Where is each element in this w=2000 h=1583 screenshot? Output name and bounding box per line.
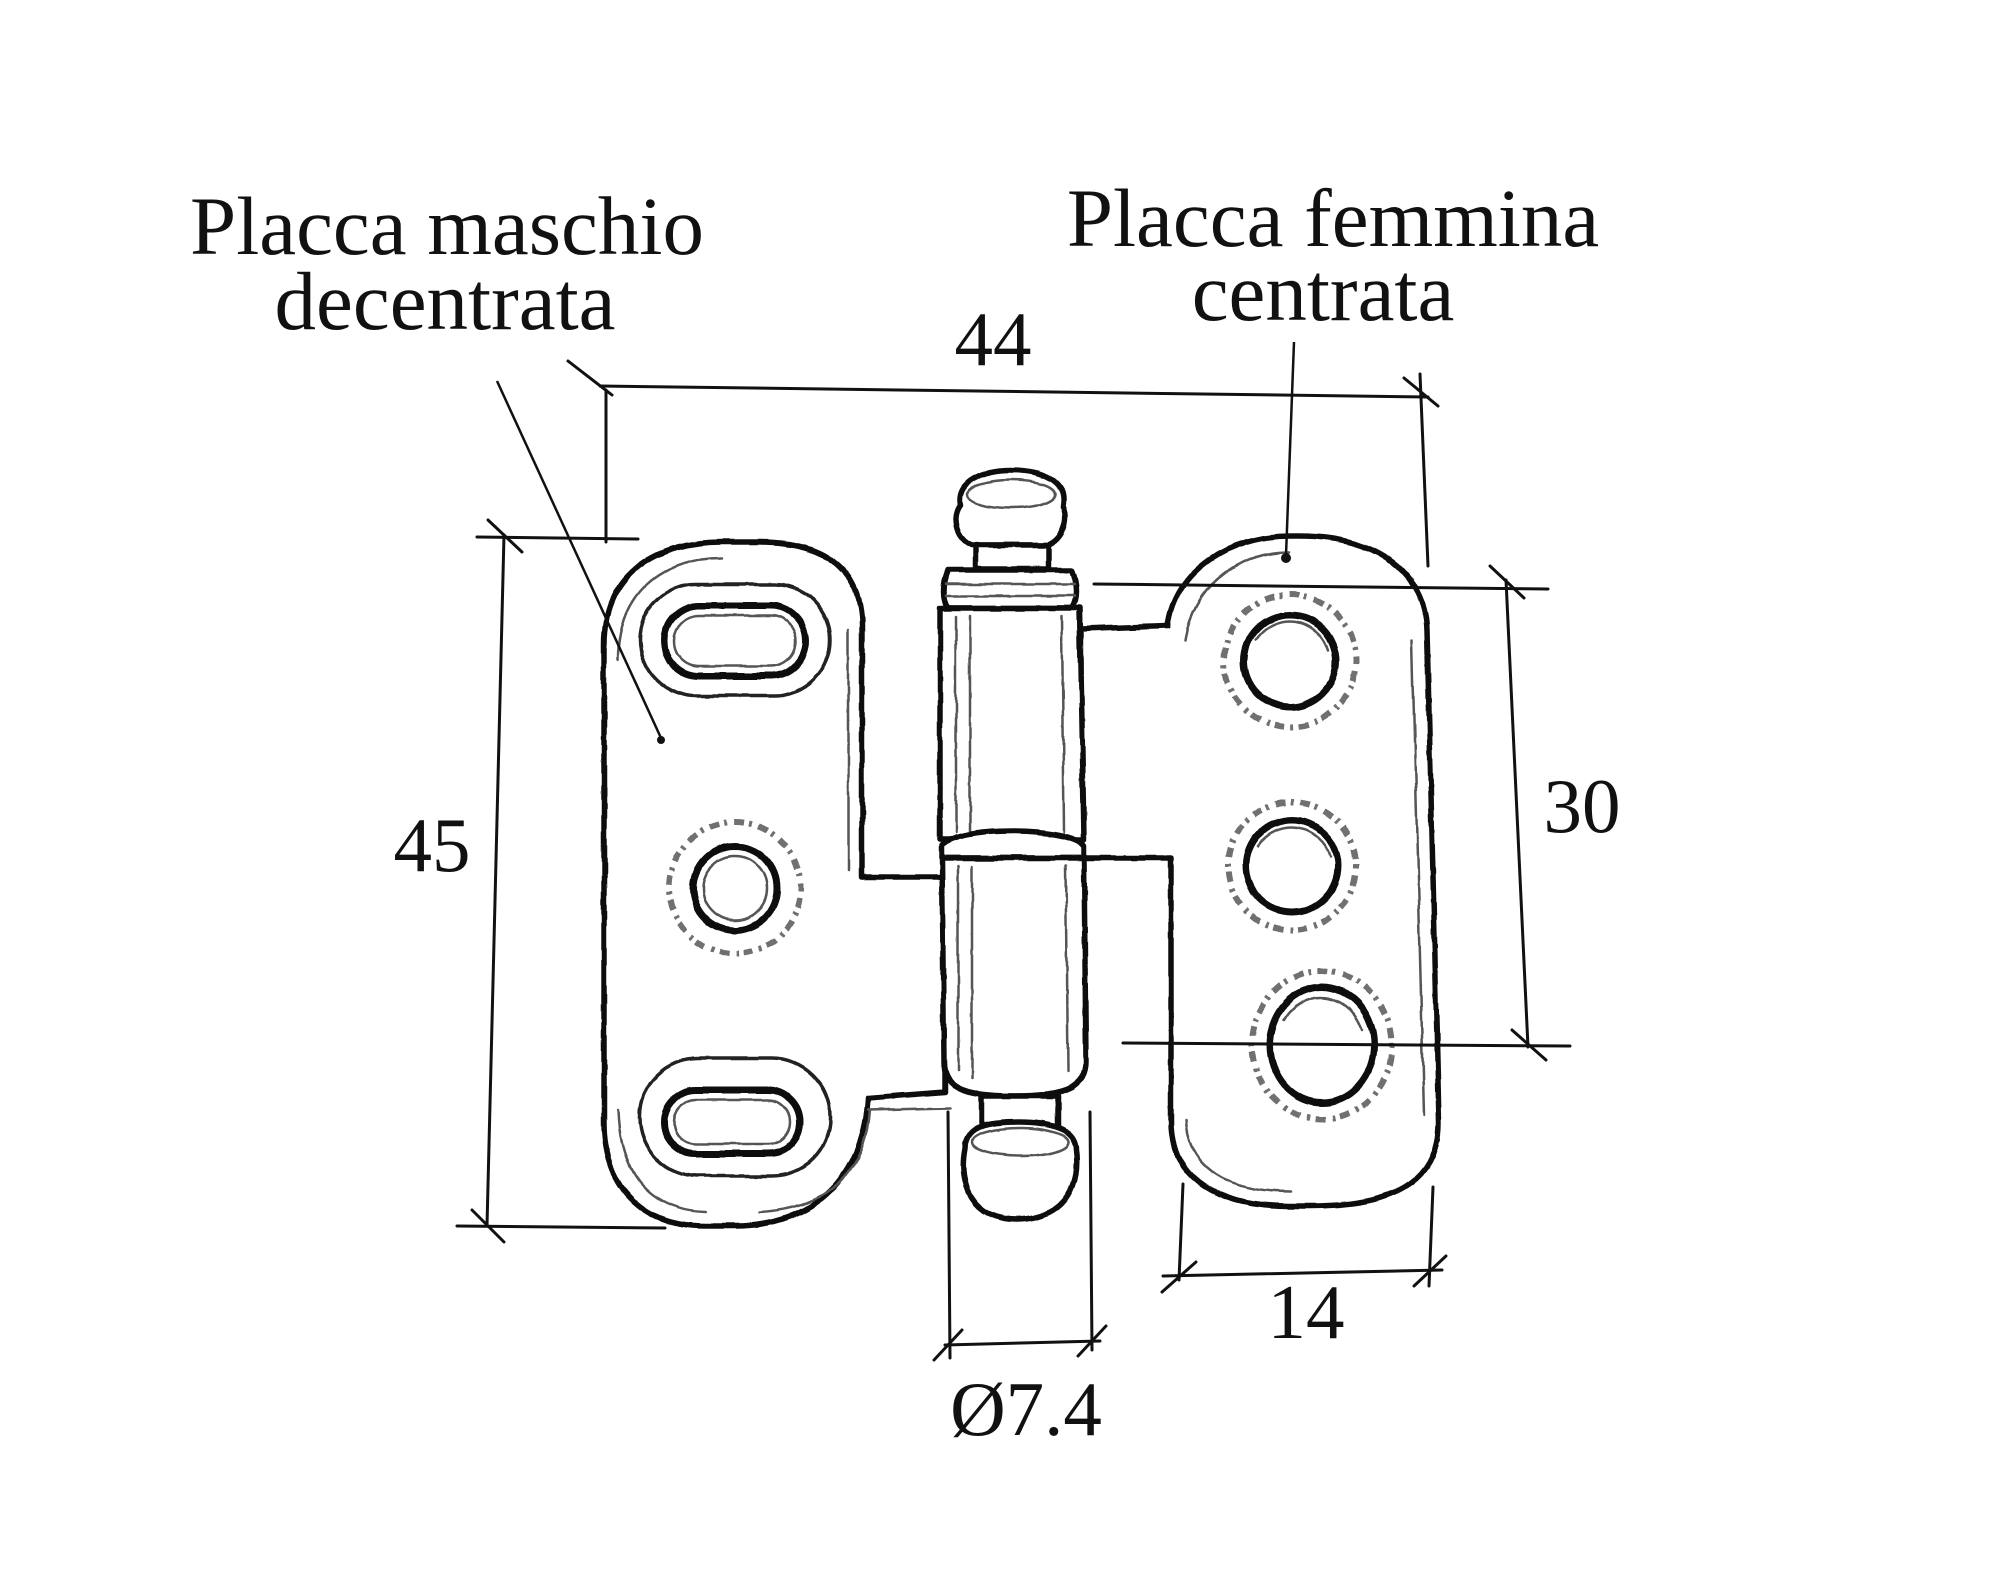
female-plate-middle-hole-boss <box>1225 799 1359 933</box>
pin-top-neck <box>973 542 1051 572</box>
overall-width-extension-lines <box>604 372 1430 568</box>
dimension-labels: 44 45 30 14 Ø7.4 <box>394 296 1621 1452</box>
upper-knuckle-shading <box>954 614 1066 834</box>
dimension-pin-diameter <box>932 1110 1108 1362</box>
pin-diameter-dimension-line <box>943 1339 1102 1347</box>
lower-knuckle-shading <box>956 864 1070 1080</box>
plate-labels: Placca maschio decentrata Placca femmina… <box>190 172 1599 347</box>
male-plate-top-slot <box>660 602 810 680</box>
female-plate-leader-line <box>1284 341 1296 556</box>
pin-bottom-knob-ring <box>970 1126 1070 1158</box>
pin-diameter-extension-lines <box>946 1110 1094 1360</box>
pin-bottom-knob <box>960 1119 1080 1223</box>
hole-spacing-label: 30 <box>1544 763 1621 849</box>
female-plate-top-hole-countersink <box>1254 620 1330 652</box>
female-plate-label-line1: Placca femmina <box>1067 172 1599 264</box>
female-plate <box>1078 533 1442 1209</box>
female-plate-bottom-hole-countersink <box>1282 996 1364 1032</box>
male-plate-edge-shading <box>616 556 872 1214</box>
female-plate-edge-shading <box>1183 550 1426 1194</box>
male-plate-middle-hole <box>689 842 781 934</box>
pin-diameter-ticks <box>932 1324 1108 1362</box>
male-plate-top-slot-rim <box>638 582 832 698</box>
male-plate-label-line1: Placca maschio <box>190 180 704 272</box>
hinge-pin <box>937 467 1089 1223</box>
pin-top-collar <box>940 567 1080 611</box>
plate-width-ticks <box>1160 1254 1448 1294</box>
dimension-hole-spacing <box>1092 564 1572 1062</box>
male-plate <box>601 539 952 1229</box>
plate-height-label: 45 <box>394 802 471 888</box>
male-plate-tab-line <box>866 1106 952 1112</box>
male-plate-label-line2: decentrata <box>275 255 616 347</box>
hole-spacing-extension-lines <box>1092 582 1572 1048</box>
hole-spacing-dimension-line <box>1504 578 1530 1049</box>
pin-diameter-label: Ø7.4 <box>950 1366 1102 1452</box>
dimension-overall-width <box>566 359 1440 568</box>
overall-width-ticks <box>566 359 1440 408</box>
knuckle-joint-ring <box>939 828 1087 861</box>
male-plate-bottom-slot <box>660 1086 804 1158</box>
plate-height-ticks <box>470 518 524 1244</box>
male-plate-middle-hole-countersink <box>701 854 769 922</box>
male-plate-bottom-slot-countersink <box>672 1098 792 1146</box>
female-plate-middle-hole-countersink <box>1256 826 1332 858</box>
male-plate-bottom-slot-rim <box>638 1056 832 1178</box>
male-plate-leader-line <box>495 380 663 739</box>
leader-lines <box>495 341 1296 744</box>
plate-width-dimension-line <box>1161 1268 1444 1278</box>
plate-width-label: 14 <box>1268 1269 1345 1355</box>
female-plate-top-hole-boss <box>1221 592 1359 730</box>
dimension-plate-width <box>1160 1182 1448 1294</box>
pin-top-collar-rings <box>944 582 1077 598</box>
lower-knuckle <box>939 855 1089 1099</box>
male-plate-leader-dot <box>657 736 665 744</box>
plate-height-extension-lines <box>455 535 667 1230</box>
female-plate-leader-dot <box>1281 553 1291 563</box>
female-plate-middle-hole <box>1242 816 1342 916</box>
female-plate-top-hole <box>1240 611 1340 711</box>
overall-width-dimension-line <box>598 384 1430 399</box>
upper-knuckle <box>937 605 1087 843</box>
pin-top-knob-ring <box>965 478 1057 510</box>
male-plate-middle-hole-boss <box>666 819 804 957</box>
dimension-plate-height <box>455 518 667 1244</box>
overall-width-label: 44 <box>955 296 1032 382</box>
plate-height-dimension-line <box>485 533 506 1228</box>
male-plate-top-slot-countersink <box>672 614 798 668</box>
female-plate-label-line2: centrata <box>1192 246 1455 338</box>
hinge-drawing <box>601 467 1442 1229</box>
hole-spacing-ticks <box>1488 564 1548 1062</box>
